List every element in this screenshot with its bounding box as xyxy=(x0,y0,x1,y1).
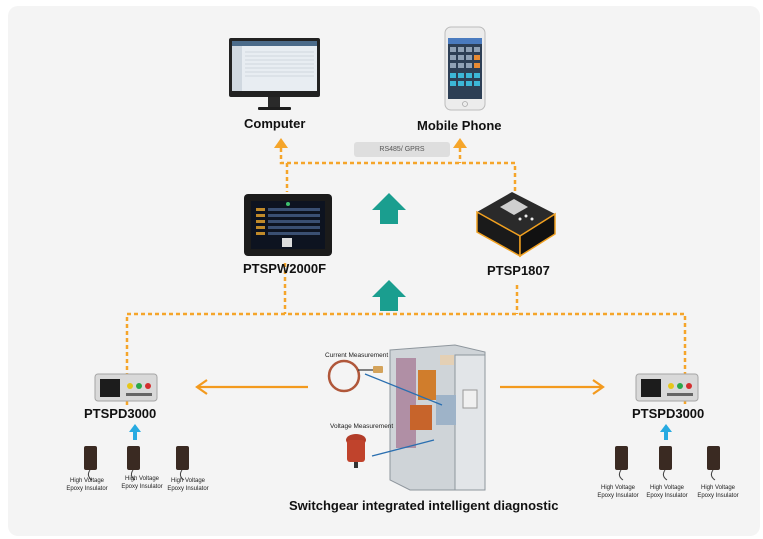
switchgear-cabinet-icon xyxy=(364,344,486,491)
mobile-phone-icon xyxy=(444,26,486,111)
ptsp1807-label: PTSP1807 xyxy=(487,263,550,278)
arrow-to-computer xyxy=(274,138,288,148)
ptspd3000-left-label: PTSPD3000 xyxy=(84,406,157,421)
current-sensor-icon xyxy=(327,359,383,393)
link-protocol-label: RS485/ GPRS xyxy=(354,142,450,157)
ptsp1807-device-icon xyxy=(476,192,556,258)
teal-up-arrow-lower xyxy=(372,280,406,311)
orange-arrow-left xyxy=(195,379,308,395)
ptspd3000-left-device-icon xyxy=(94,373,158,402)
current-measurement-label: Current Measurement xyxy=(325,352,389,359)
switchgear-caption: Switchgear integrated intelligent diagno… xyxy=(289,498,559,513)
blue-up-arrow-left xyxy=(129,424,141,440)
computer-monitor-icon xyxy=(229,38,320,110)
computer-label: Computer xyxy=(244,116,306,131)
mobile-phone-label: Mobile Phone xyxy=(417,118,502,133)
arrow-to-mobile xyxy=(453,138,467,148)
voltage-measurement-label: Voltage Measurement xyxy=(330,423,394,430)
teal-up-arrow-upper xyxy=(372,193,406,224)
insulator-icons-right xyxy=(615,446,720,481)
voltage-sensor-icon xyxy=(346,434,366,468)
blue-up-arrow-right xyxy=(660,424,672,440)
dashed-connectors xyxy=(125,148,687,405)
ptspw2000f-label: PTSPW2000F xyxy=(243,261,327,276)
ptspw2000f-device-icon xyxy=(244,194,332,256)
ptspd3000-right-label: PTSPD3000 xyxy=(632,406,705,421)
orange-arrow-right xyxy=(500,379,605,395)
ptspd3000-right-device-icon xyxy=(635,373,699,402)
insulator-icons-left xyxy=(84,446,189,481)
